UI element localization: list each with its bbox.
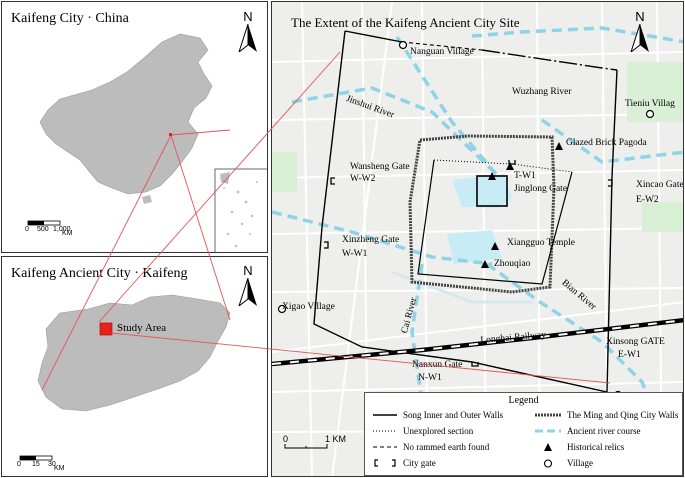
study-area-marker (99, 322, 113, 336)
legend-item-relics: Historical relics (535, 442, 624, 452)
kaifeng-scale-unit: KM (54, 465, 65, 472)
kaifeng-scale-tick-1: 15 (32, 461, 40, 468)
kaifeng-scale-tick-2: 30 (48, 461, 56, 468)
china-scale-bar (27, 220, 61, 226)
label-xiangguo-temple: Xiangguo Temple (507, 238, 576, 248)
label-nanguan-village: Nanguan Village (410, 47, 474, 57)
kaifeng-landmass (37, 294, 231, 412)
study-area-label: Study Area (117, 322, 167, 334)
north-arrow-icon: N (627, 10, 653, 52)
map-legend: Legend Song Inner and Outer Walls Unexpl… (364, 392, 683, 476)
label-nanxun-gate: Nanxun Gate (412, 360, 463, 370)
ming-qing-wall (408, 134, 556, 294)
label-jinglong-gate: Jinglong Gate (514, 184, 568, 194)
song-inner-wall (417, 159, 573, 285)
label-xincao-gate: Xincao Gate (636, 180, 684, 190)
label-wansheng-gate: Wansheng Gate (350, 162, 410, 172)
label-glazed-brick-pagoda: Glazed Brick Pagoda (566, 138, 647, 148)
label-zhouqiao: Zhouqiao (494, 259, 531, 269)
site-panel-title: The Extent of the Kaifeng Ancient City S… (291, 15, 520, 30)
legend-item-city-gate: City gate (373, 458, 436, 468)
china-map-panel: Kaifeng City · China N 0 500 1,000 KM (1, 1, 268, 253)
label-tieniu-village: Tieniu Villag (625, 99, 675, 109)
north-label: N (635, 9, 645, 24)
china-panel-title: Kaifeng City · China (11, 11, 129, 26)
label-wansheng-code: W-W2 (350, 174, 376, 184)
china-scale-tick-1: 500 (37, 226, 49, 233)
label-xinsong-gate: Xinsong GATE (606, 337, 665, 347)
label-xinzheng-code: W-W1 (342, 249, 368, 259)
label-xigao-village: Xigao Village (282, 302, 335, 312)
label-xincao-code: E-W2 (636, 195, 659, 205)
label-wuzhang-river: Wuzhang River (512, 87, 572, 97)
legend-item-village: Village (535, 458, 593, 468)
label-nanxun-code: N-W1 (418, 373, 442, 383)
china-scale-tick-0: 0 (25, 226, 29, 233)
china-map (27, 33, 267, 252)
legend-item-song-walls: Song Inner and Outer Walls (373, 410, 504, 420)
china-landmass (39, 33, 213, 195)
legend-item-ancient-river: Ancient river course (535, 426, 641, 436)
china-scale-unit: KM (62, 230, 73, 237)
lakes (447, 174, 512, 264)
historical-relic-markers (481, 142, 563, 268)
label-xinsong-code: E-W1 (618, 350, 641, 360)
label-t-w1: T-W1 (514, 171, 536, 181)
kaifeng-map-panel: Kaifeng Ancient City · Kaifeng N Study A… (1, 256, 268, 477)
legend-title: Legend (508, 395, 539, 406)
kaifeng-scale-tick-0: 0 (17, 461, 21, 468)
legend-item-no-rammed: No rammed earth found (373, 442, 490, 452)
kaifeng-map (19, 294, 231, 461)
no-rammed-earth-wall (401, 41, 483, 51)
label-xinzheng-gate: Xinzheng Gate (342, 235, 400, 245)
site-scale-start: 0 (283, 434, 289, 444)
site-scale-bar (284, 444, 328, 449)
legend-item-ming-qing: The Ming and Qing City Walls (535, 410, 679, 420)
legend-item-unexplored: Unexplored section (373, 426, 474, 436)
north-label: N (243, 9, 253, 24)
site-scale-end: 1 KM (325, 434, 347, 444)
kaifeng-scale-bar (19, 455, 53, 461)
north-arrow-icon: N (235, 10, 261, 52)
